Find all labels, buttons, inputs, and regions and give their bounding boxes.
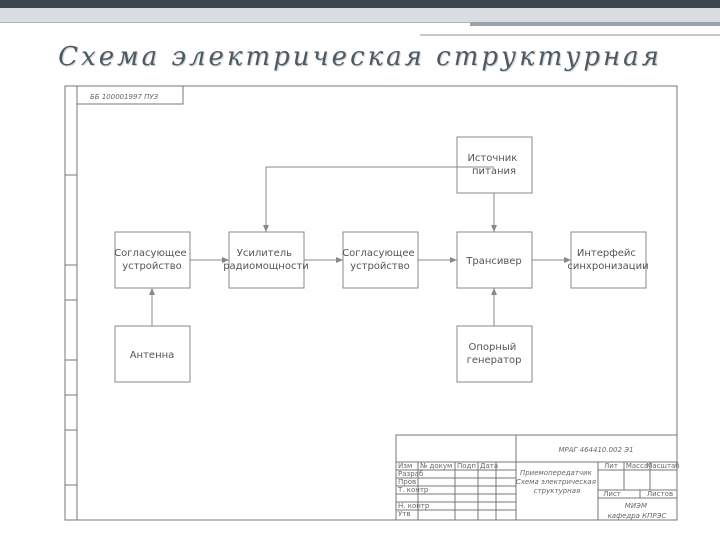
svg-text:Изм: Изм bbox=[398, 462, 412, 470]
designation-box bbox=[76, 85, 184, 105]
conn-power-amplifier bbox=[265, 166, 494, 232]
title-block-sheet: Лист bbox=[603, 490, 621, 498]
block-sync-interface bbox=[570, 231, 647, 289]
slide-top-divider bbox=[0, 22, 720, 23]
arrow-head bbox=[450, 257, 457, 263]
svg-text:Н. контр: Н. контр bbox=[398, 502, 430, 510]
arrow-head bbox=[491, 225, 497, 232]
block-output-matching bbox=[342, 231, 419, 289]
block-matching-label: Согласующее устройство bbox=[342, 248, 418, 272]
block-power-label: Источник питания bbox=[467, 153, 520, 177]
slide-top-accent-line bbox=[420, 34, 720, 36]
arrow-head bbox=[263, 225, 269, 232]
title-block-name: Приемопередатчик Схема электрическая стр… bbox=[516, 469, 598, 495]
block-power-amplifier bbox=[228, 231, 305, 289]
slide-title: Схема электрическая структурная bbox=[58, 42, 662, 72]
title-block-row-labels: Изм № докум Подп Дата Разраб Пров Т. кон… bbox=[397, 462, 498, 518]
title-block-scale: Масштаб bbox=[646, 462, 679, 470]
svg-text:Пров: Пров bbox=[398, 478, 416, 486]
svg-text:Т. контр: Т. контр bbox=[397, 486, 429, 494]
title-block-code: МРАГ 464410.002 Э1 bbox=[558, 446, 633, 454]
block-input-matching bbox=[114, 231, 191, 289]
svg-text:Подп: Подп bbox=[457, 462, 476, 470]
svg-text:Утв: Утв bbox=[398, 510, 410, 518]
block-transceiver bbox=[456, 231, 533, 289]
block-interface-label: Интерфейс синхронизации bbox=[567, 248, 648, 272]
title-block-letter: Лит bbox=[604, 462, 618, 470]
drawing-frame bbox=[64, 85, 678, 521]
title-block-mass: Масса bbox=[626, 462, 648, 470]
title-block-org: МИЭМ кафедра КПРЭС bbox=[608, 502, 667, 520]
arrow-head bbox=[149, 288, 155, 295]
arrow-head bbox=[564, 257, 571, 263]
title-block bbox=[395, 434, 678, 521]
arrow-head bbox=[222, 257, 229, 263]
designation-stamp: ББ 100001997 ПУЗ bbox=[90, 93, 159, 101]
block-antenna bbox=[114, 325, 191, 383]
block-oscillator-label: Опорный генератор bbox=[467, 342, 522, 366]
block-antenna-label: Антенна bbox=[130, 350, 175, 361]
arrow-head bbox=[491, 288, 497, 295]
svg-text:№ докум: № докум bbox=[420, 462, 452, 470]
slide-top-bar-dark bbox=[0, 0, 720, 8]
svg-text:Дата: Дата bbox=[480, 462, 498, 470]
svg-text:Разраб: Разраб bbox=[398, 470, 423, 478]
title-block-sheets: Листов bbox=[647, 490, 673, 498]
slide-top-accent bbox=[470, 22, 720, 26]
block-reference-oscillator bbox=[456, 325, 533, 383]
block-input-label: Согласующее устройство bbox=[114, 248, 190, 272]
block-power-supply bbox=[456, 136, 533, 194]
block-amplifier-label: Усилитель радиомощности bbox=[223, 248, 309, 272]
arrow-head bbox=[336, 257, 343, 263]
block-transceiver-label: Трансивер bbox=[465, 256, 522, 267]
